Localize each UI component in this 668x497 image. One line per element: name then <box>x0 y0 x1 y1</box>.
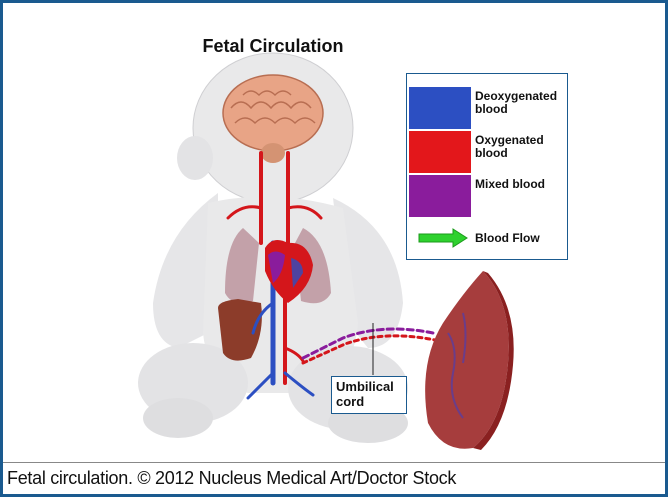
placenta <box>425 271 514 450</box>
legend-swatch-blue <box>409 87 471 129</box>
legend-swatch-red <box>409 131 471 173</box>
umbilical-cord-label: Umbilical cord <box>331 376 407 414</box>
legend-item-mixed: Mixed blood <box>409 175 565 217</box>
blood-flow-label: Blood Flow <box>475 231 540 245</box>
legend-label: Oxygenated blood <box>475 134 565 160</box>
figure-caption: Fetal circulation. © 2012 Nucleus Medica… <box>7 468 456 489</box>
legend-item-oxygenated: Oxygenated blood <box>409 131 565 173</box>
legend: Deoxygenated blood Oxygenated blood Mixe… <box>406 73 568 260</box>
legend-label: Mixed blood <box>475 178 565 191</box>
caption-bar: Fetal circulation. © 2012 Nucleus Medica… <box>3 462 665 495</box>
legend-item-blood-flow: Blood Flow <box>409 228 565 248</box>
figure-title: Fetal Circulation <box>3 36 543 57</box>
legend-item-deoxygenated: Deoxygenated blood <box>409 87 565 129</box>
legend-label: Deoxygenated blood <box>475 90 565 116</box>
legend-swatch-purple <box>409 175 471 217</box>
green-arrow-icon <box>409 228 471 248</box>
